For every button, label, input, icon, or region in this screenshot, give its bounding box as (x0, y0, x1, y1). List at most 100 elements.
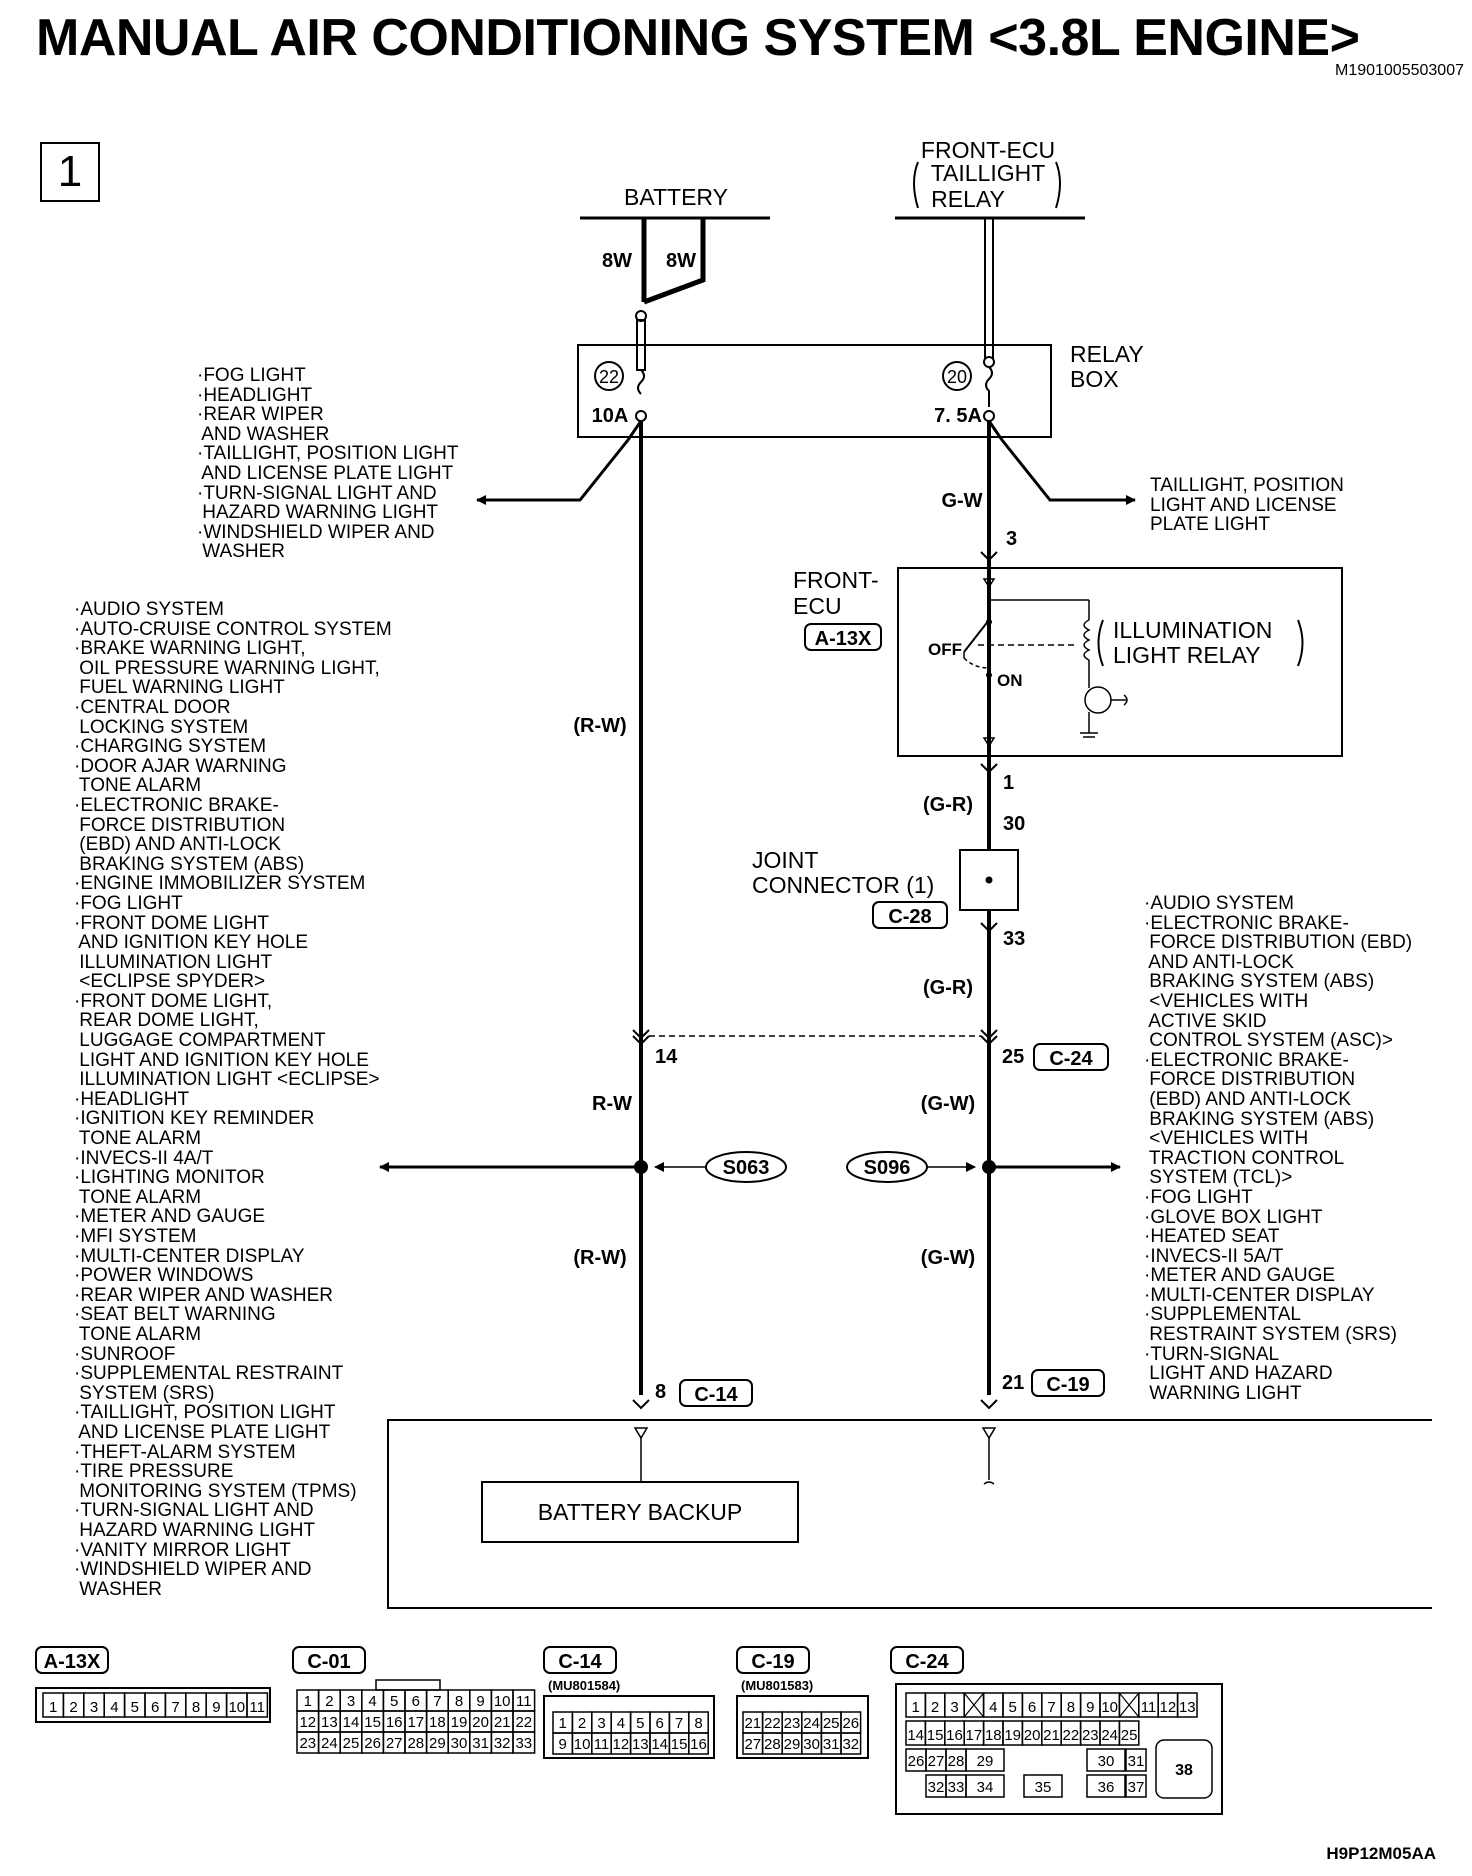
load-list-item: BRAKING SYSTEM (ABS) (1144, 971, 1375, 993)
c01-pin-number: 30 (451, 1735, 468, 1752)
c01-pin-number: 12 (299, 1714, 316, 1731)
load-list-item: ·CENTRAL DOOR (74, 696, 231, 718)
front-ecu-box (897, 567, 1343, 757)
c24-pin-number: 2 (931, 1699, 939, 1716)
c01-pin-number: 10 (494, 1693, 511, 1710)
c01-pin-number: 3 (347, 1693, 355, 1710)
illum-relay-label-2: LIGHT RELAY (1113, 642, 1260, 668)
module-outline (387, 1419, 1432, 1609)
load-list-item: SYSTEM (TCL)> (1144, 1167, 1293, 1189)
a13x-pin-number: 11 (249, 1699, 265, 1716)
load-list-item: ·TAILLIGHT, POSITION LIGHT (74, 1402, 336, 1424)
c24-pin-number: 13 (1179, 1699, 1196, 1716)
c24-pin-number: 27 (928, 1753, 945, 1770)
load-list-item: CONTROL SYSTEM (ASC)> (1144, 1030, 1393, 1052)
load-list-item: BRAKING SYSTEM (ABS) (74, 853, 305, 875)
s063-load-list: ·AUDIO SYSTEM·AUTO-CRUISE CONTROL SYSTEM… (74, 600, 392, 1599)
c01-pin-number: 27 (386, 1735, 403, 1752)
wire-label-rw-top: (R-W) (573, 715, 626, 737)
a13x-connector-tag-label: A-13X (815, 628, 872, 650)
c24-pin-number: 31 (1128, 1753, 1145, 1770)
c24-pin-number: 9 (1086, 1699, 1094, 1716)
c14-pin-number: 10 (574, 1736, 591, 1753)
a13x-pin-number: 9 (212, 1699, 220, 1716)
c19-pin-number: 30 (803, 1736, 820, 1753)
c19-pin-number: 22 (764, 1715, 781, 1732)
c19-pin-number: 26 (842, 1715, 859, 1732)
c24-pin-number: 4 (989, 1699, 997, 1716)
c14-pin-number: 5 (636, 1715, 644, 1732)
fuse-20-rating: 7. 5A (934, 405, 982, 427)
c01-pin-number: 16 (386, 1714, 403, 1731)
a13x-pin-number: 4 (110, 1699, 118, 1716)
load-list-item: ·SEAT BELT WARNING (74, 1304, 276, 1326)
c01-pin-number: 8 (455, 1693, 463, 1710)
load-list-item: ·HEATED SEAT (1144, 1226, 1280, 1248)
c01-pin-number: 19 (451, 1714, 468, 1731)
c01-pin-number: 24 (321, 1735, 338, 1752)
c24-pin-cell (1086, 1774, 1126, 1798)
pin-21: 21 (1002, 1372, 1024, 1394)
load-list-item: LUGGAGE COMPARTMENT (74, 1030, 326, 1052)
c19-pin-number: 31 (823, 1736, 840, 1753)
load-list-item: ·HEADLIGHT (74, 1088, 190, 1110)
illum-relay-label-1: ILLUMINATION (1113, 617, 1272, 643)
front-ecu-label-2: ECU (793, 593, 842, 619)
load-list-item: ·MULTI-CENTER DISPLAY (74, 1245, 305, 1267)
load-list-item: ·FOG LIGHT (197, 365, 306, 386)
pin-8: 8 (655, 1381, 666, 1403)
a13x-pin-number: 1 (49, 1699, 57, 1716)
c01-pin-number: 7 (433, 1693, 441, 1710)
load-list-item: ·AUDIO SYSTEM (1144, 893, 1294, 914)
splice-s063-label: S063 (723, 1157, 770, 1179)
c19-part-number: (MU801583) (741, 1678, 813, 1693)
load-list-item: ·SUNROOF (74, 1343, 176, 1365)
load-list-item: ·METER AND GAUGE (1144, 1265, 1336, 1287)
c24-pin-number: 30 (1098, 1753, 1115, 1770)
load-list-item: ·ELECTRONIC BRAKE- (74, 794, 279, 816)
c24-name-tag (890, 1646, 964, 1674)
c14-pin-number: 14 (651, 1736, 668, 1753)
load-list-item: TONE ALARM (74, 1186, 202, 1208)
load-list-item: ·LIGHTING MONITOR (74, 1167, 265, 1189)
c24-blank-pin (963, 1692, 985, 1718)
load-list-item: RESTRAINT SYSTEM (SRS) (1144, 1324, 1398, 1346)
c24-pin-number: 20 (1024, 1727, 1041, 1744)
c24-pin-number: 37 (1128, 1779, 1145, 1796)
pin-1: 1 (1003, 772, 1014, 794)
a13x-pin-number: 6 (151, 1699, 159, 1716)
load-list-item: ·AUTO-CRUISE CONTROL SYSTEM (74, 618, 392, 640)
a13x-pin-number: 10 (228, 1699, 245, 1716)
wire-label-gr-2: (G-R) (923, 977, 973, 999)
c01-pin-number: 26 (364, 1735, 381, 1752)
c01-pin-number: 15 (364, 1714, 381, 1731)
c19-pin-number: 28 (764, 1736, 781, 1753)
c24-pin-cell (965, 1748, 1005, 1772)
load-list-item: ·DOOR AJAR WARNING (74, 755, 287, 777)
load-list-item: ·INVECS-II 5A/T (1144, 1245, 1284, 1267)
c19-housing (736, 1695, 869, 1759)
branch-fuse22-loads (476, 439, 630, 505)
pin-3: 3 (1006, 528, 1017, 550)
a13x-pin-number: 7 (171, 1699, 179, 1716)
c01-pin-number: 33 (515, 1735, 532, 1752)
c14-pin-number: 3 (597, 1715, 605, 1732)
wire-label-gr-1: (G-R) (923, 794, 973, 816)
a13x-pin-number: 8 (192, 1699, 200, 1716)
c14-pin-number: 15 (671, 1736, 688, 1753)
fuse-20-circle (942, 361, 972, 391)
c24-connector-tag (1033, 1043, 1109, 1071)
c14-pin-number: 13 (632, 1736, 649, 1753)
c24-pin-number: 1 (912, 1699, 920, 1716)
load-list-item: AND IGNITION KEY HOLE (74, 932, 309, 954)
load-list-item: ·FOG LIGHT (1144, 1186, 1253, 1208)
wire-label-gw-1: (G-W) (921, 1093, 975, 1115)
c24-pin-number: 8 (1067, 1699, 1075, 1716)
c24-pin-number: 6 (1028, 1699, 1036, 1716)
pin-33: 33 (1003, 928, 1025, 950)
c24-pin-number: 7 (1047, 1699, 1055, 1716)
load-list-item: ·TURN-SIGNAL LIGHT AND (74, 1500, 314, 1522)
c01-pin-number: 29 (429, 1735, 446, 1752)
